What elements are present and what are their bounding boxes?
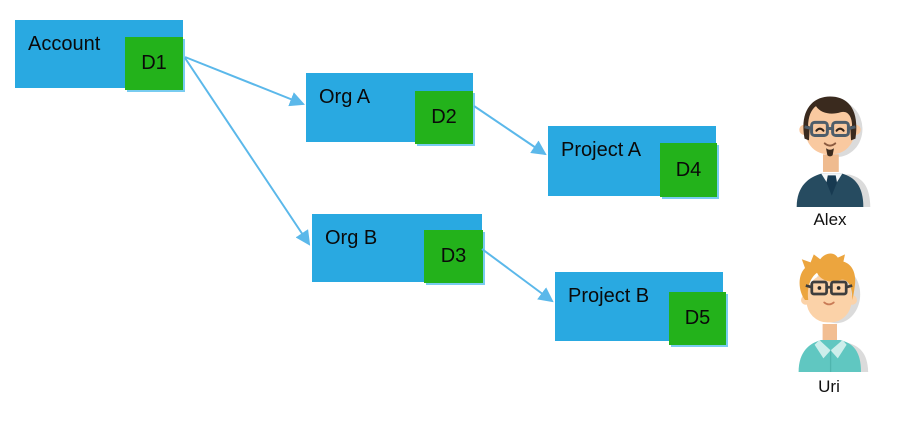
edge-d1-orga [184, 56, 305, 107]
badge-d1: D1 [125, 37, 183, 90]
badge-d3-label: D3 [440, 245, 467, 267]
badge-d4: D4 [660, 143, 717, 197]
edge-d1-orgb [184, 57, 311, 246]
node-org-b-label: Org B [325, 227, 378, 249]
alex-glasses-icon [804, 120, 856, 138]
avatar-uri [789, 252, 869, 375]
user-name-alex: Alex [813, 210, 847, 229]
badge-d1-label: D1 [141, 52, 167, 74]
badge-d4-label: D4 [675, 158, 702, 181]
avatar-alex [786, 93, 874, 210]
badge-d3: D3 [424, 230, 483, 283]
node-project-a-label: Project A [561, 139, 642, 161]
node-org-a-label: Org A [319, 86, 371, 108]
badge-d2-label: D2 [431, 106, 457, 128]
uri-avatar-icon [798, 253, 869, 375]
badge-d5: D5 [669, 292, 726, 345]
badge-d5-label: D5 [684, 307, 711, 329]
uri-glasses-icon [805, 280, 853, 296]
user-name-uri: Uri [818, 377, 840, 396]
node-account-label: Account [28, 33, 101, 55]
edge-d3-projectb [481, 248, 554, 303]
alex-avatar-icon [796, 96, 871, 210]
node-project-b-label: Project B [568, 285, 650, 307]
badge-d2: D2 [415, 91, 473, 144]
edge-d2-projecta [473, 105, 547, 156]
